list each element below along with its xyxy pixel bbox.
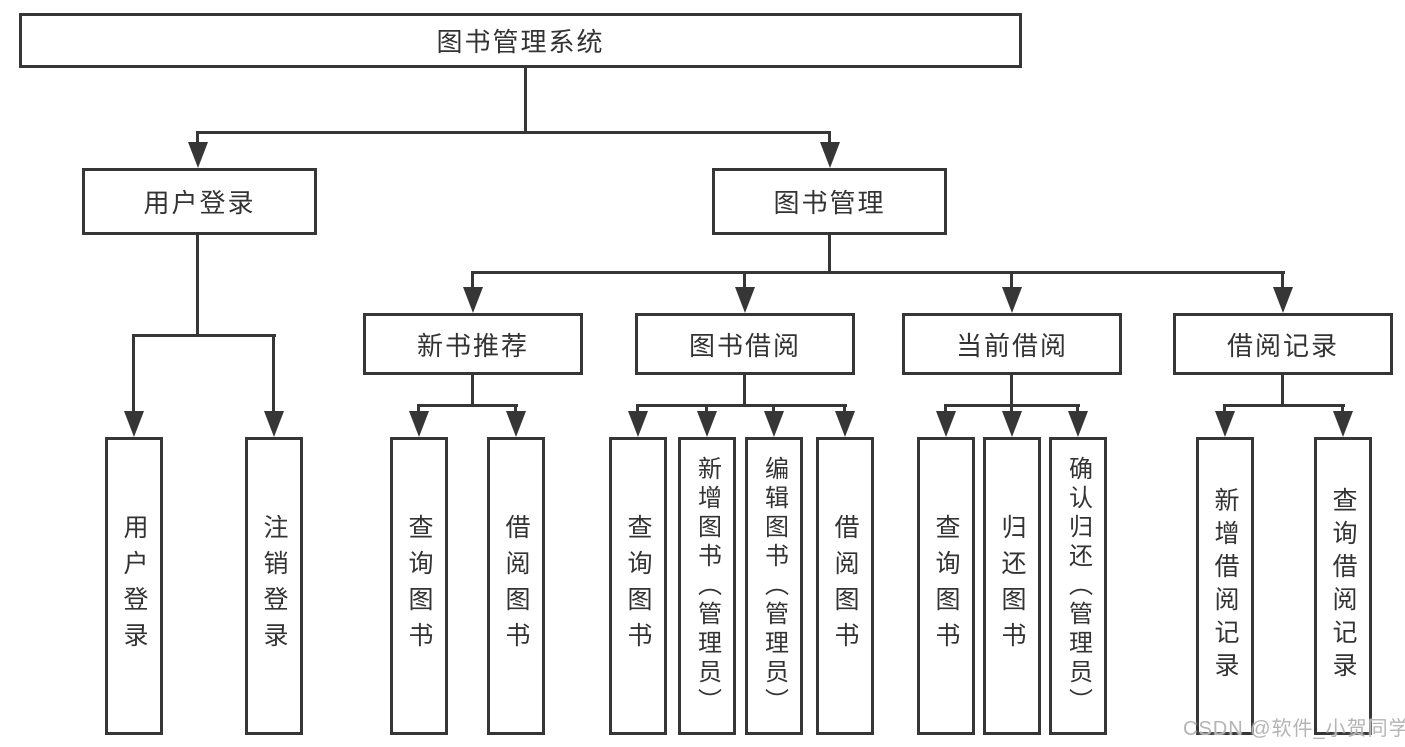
arrowhead-to-leaf-query-borrowing	[628, 411, 648, 437]
node-book-borrowing: 图书借阅	[635, 313, 855, 375]
arrowhead-to-leaf-edit-books	[764, 411, 784, 437]
node-book-management-label: 图书管理	[773, 188, 886, 218]
connector-mgmt-stem	[828, 235, 831, 273]
leaf-add-borrow-record: 新增借阅记录	[1196, 437, 1254, 735]
node-new-book-recommend: 新书推荐	[363, 313, 583, 375]
connector-modules-bar	[471, 271, 1285, 274]
node-root-label: 图书管理系统	[436, 27, 605, 57]
node-book-management: 图书管理	[712, 168, 947, 235]
arrowhead-to-leaf-borrow-recommend	[506, 411, 526, 437]
connector-shaft	[828, 131, 831, 149]
node-book-borrowing-label: 图书借阅	[688, 330, 801, 361]
connector-shaft	[843, 404, 846, 416]
connector-shaft	[772, 404, 775, 416]
connector-shaft	[417, 404, 420, 416]
connector-shaft	[1281, 271, 1284, 293]
leaf-query-books-borrowing: 查询图书	[609, 437, 667, 735]
connector-shaft	[1341, 404, 1344, 416]
leaf-label: 查询图书	[932, 514, 960, 658]
arrowhead-to-leaf-borrow-books	[835, 411, 855, 437]
connector-shaft	[1076, 404, 1079, 416]
connector-shaft	[636, 404, 639, 416]
node-new-book-recommend-label: 新书推荐	[416, 330, 529, 361]
leaf-label: 查询图书	[624, 514, 652, 658]
leaf-borrow-books: 借阅图书	[816, 437, 874, 735]
arrowhead-to-leaf-logout	[264, 411, 284, 437]
connector-root-stem	[524, 68, 527, 134]
leaf-label: 查询图书	[405, 514, 433, 658]
leaf-label: 用户登录	[120, 514, 148, 658]
connector-shaft	[743, 271, 746, 293]
node-borrow-records: 借阅记录	[1173, 313, 1393, 375]
connector-shaft	[514, 404, 517, 416]
connector-login-stem	[196, 235, 199, 336]
connector-shaft	[1223, 404, 1226, 416]
leaf-add-books-admin: 新增图书（管理员）	[678, 437, 736, 735]
node-borrow-records-label: 借阅记录	[1226, 330, 1339, 361]
arrowhead-to-new-book-recommend	[463, 287, 483, 313]
leaf-borrow-books-recommend: 借阅图书	[487, 437, 545, 735]
leaf-label: 编辑图书（管理员）	[760, 455, 788, 717]
node-book-management-system: 图书管理系统	[19, 13, 1022, 68]
leaf-query-books-current: 查询图书	[917, 437, 975, 735]
leaf-logout-login: 注销登录	[245, 437, 303, 735]
arrowhead-to-leaf-query-recommend	[409, 411, 429, 437]
arrowhead-to-leaf-confirm-return	[1068, 411, 1088, 437]
connector-shaft	[1010, 271, 1013, 293]
leaf-label: 借阅图书	[502, 514, 530, 658]
leaf-label: 查询借阅记录	[1329, 487, 1357, 685]
leaf-return-books: 归还图书	[983, 437, 1041, 735]
leaf-label: 确认归还（管理员）	[1064, 455, 1092, 717]
leaf-label: 借阅图书	[831, 514, 859, 658]
node-user-login-label: 用户登录	[143, 188, 256, 218]
node-current-borrowing-label: 当前借阅	[955, 330, 1068, 361]
arrowhead-to-leaf-return-books	[1002, 411, 1022, 437]
arrowhead-to-book-borrowing	[735, 287, 755, 313]
connector-records-stem	[1281, 375, 1284, 406]
leaf-query-borrow-record: 查询借阅记录	[1314, 437, 1372, 735]
arrowhead-to-leaf-query-current	[936, 411, 956, 437]
connector-recommend-stem	[471, 375, 474, 406]
leaf-confirm-return-admin: 确认归还（管理员）	[1049, 437, 1107, 735]
arrowhead-to-leaf-add-record	[1215, 411, 1235, 437]
node-current-borrowing: 当前借阅	[902, 313, 1122, 375]
connector-shaft	[1010, 404, 1013, 416]
arrowhead-to-leaf-query-record	[1333, 411, 1353, 437]
arrowhead-to-user-login	[188, 142, 208, 168]
connector-shaft	[944, 404, 947, 416]
leaf-edit-books-admin: 编辑图书（管理员）	[745, 437, 803, 735]
connector-shaft	[705, 404, 708, 416]
connector-borrowing-bar	[636, 404, 847, 407]
arrowhead-to-borrow-records	[1273, 287, 1293, 313]
leaf-label: 归还图书	[998, 514, 1026, 658]
connector-shaft	[272, 334, 275, 414]
connector-shaft	[132, 334, 135, 414]
connector-shaft	[471, 271, 474, 293]
connector-recommend-bar	[417, 404, 518, 407]
connector-level2-bar	[196, 131, 831, 134]
leaf-label: 新增借阅记录	[1211, 487, 1239, 685]
leaf-label: 新增图书（管理员）	[693, 455, 721, 717]
arrowhead-to-leaf-user-login	[124, 411, 144, 437]
arrowhead-to-book-management	[820, 142, 840, 168]
arrowhead-to-leaf-add-books	[697, 411, 717, 437]
connector-login-bar	[133, 334, 276, 337]
connector-current-stem	[1010, 375, 1013, 406]
leaf-label: 注销登录	[260, 514, 288, 658]
connector-shaft	[196, 131, 199, 149]
arrowhead-to-current-borrowing	[1002, 287, 1022, 313]
csdn-watermark: CSDN @软件_小贺同学	[1183, 718, 1405, 740]
connector-records-bar	[1223, 404, 1345, 407]
leaf-user-login: 用户登录	[105, 437, 163, 735]
node-user-login: 用户登录	[82, 168, 317, 235]
leaf-query-books-recommend: 查询图书	[390, 437, 448, 735]
connector-borrowing-stem	[743, 375, 746, 406]
